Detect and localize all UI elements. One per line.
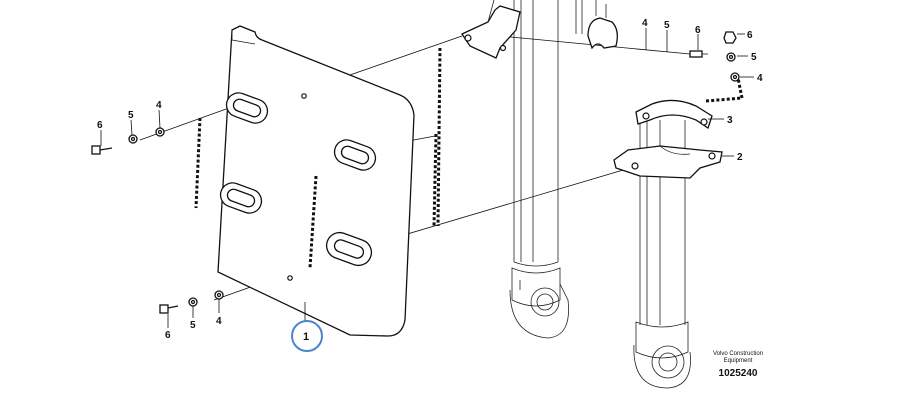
callout-bolt-left-upper: 6 [97,120,103,131]
fastener-row-top [689,50,708,58]
hidden-connectors [194,47,744,269]
callout-plate: 1 [303,331,309,343]
slot-mid-left [219,182,263,214]
brand-block: Volvo Construction Equipment 1025240 [713,351,763,379]
callout-bolt-top-a: 6 [695,25,701,36]
slot-mid-right [333,139,377,171]
fastener-row-left-lower [159,290,224,314]
callout-washer-right: 4 [757,73,763,84]
callout-leaders [100,28,754,328]
callout-bracket-lower: 2 [737,152,743,163]
mounting-plate [217,25,415,337]
slot-bottom [325,231,373,267]
cylinder-left [509,0,569,339]
top-clamp-right [587,0,618,50]
callout-labels: 4 5 6 6 5 4 3 2 6 5 4 6 5 4 [97,18,763,341]
callout-plate-highlight: 1 [291,320,323,352]
callout-washer-left-upper: 4 [156,100,162,111]
callout-spacer-top-a: 5 [664,20,670,31]
callout-nut-right: 6 [747,30,753,41]
callout-spacer-left-lower: 5 [190,320,196,331]
cylinder-right [575,0,691,389]
clamp-3 [635,99,713,130]
document-number: 1025240 [719,368,758,379]
fastener-stack-right [723,31,740,82]
slot-top-left [225,92,269,124]
callout-clamp-upper: 3 [727,115,733,126]
highlight-circle [291,320,323,352]
bracket-2 [613,145,723,179]
callout-bolt-left-lower: 6 [165,330,171,341]
brand-line-2: Equipment [724,358,753,364]
callout-washer-top-a: 4 [642,18,648,29]
fastener-row-left-upper [91,127,165,155]
callout-spacer-left-upper: 5 [128,110,134,121]
callout-spacer-right: 5 [751,52,757,63]
brand-line-1: Volvo Construction [713,351,763,357]
callout-washer-left-lower: 4 [216,316,222,327]
upper-bracket [461,0,521,59]
